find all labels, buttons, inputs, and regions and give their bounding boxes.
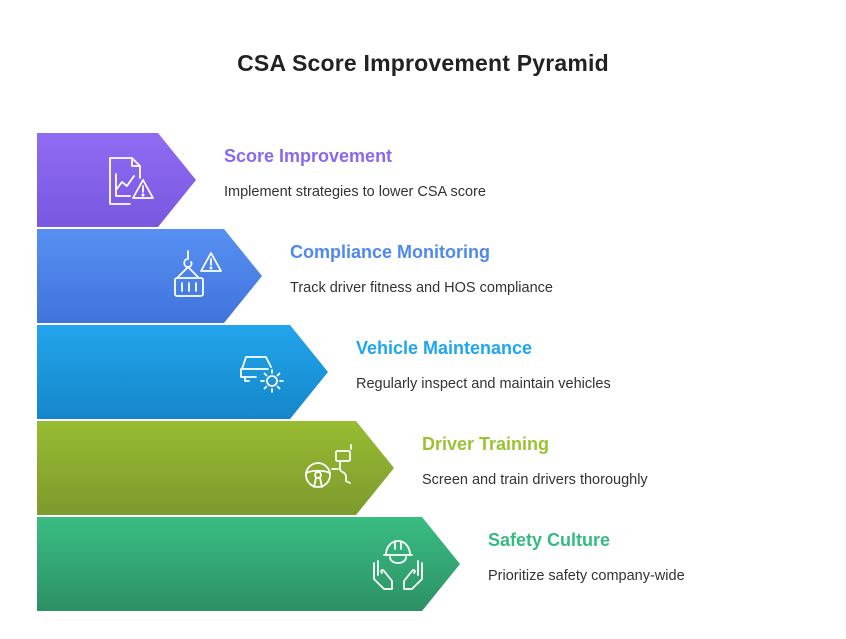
level-4-text: Driver Training Screen and train drivers… xyxy=(422,434,648,488)
level-1-text: Score Improvement Implement strategies t… xyxy=(224,146,486,200)
level-5-arrow xyxy=(37,517,460,611)
level-3-arrow xyxy=(37,325,328,419)
level-5-heading: Safety Culture xyxy=(488,530,611,550)
level-3-heading: Vehicle Maintenance xyxy=(356,338,533,358)
steering-wheel-icon xyxy=(305,444,352,488)
diagram-title: CSA Score Improvement Pyramid xyxy=(237,50,609,76)
level-5-description: Prioritize safety company-wide xyxy=(488,568,685,584)
level-1-heading: Score Improvement xyxy=(224,146,393,166)
level-2-description: Track driver fitness and HOS compliance xyxy=(290,280,553,296)
level-3-description: Regularly inspect and maintain vehicles xyxy=(356,376,611,392)
report-warning-icon xyxy=(109,157,154,205)
level-4-arrow xyxy=(37,421,394,515)
level-3-text: Vehicle Maintenance Regularly inspect an… xyxy=(356,338,611,392)
level-1-description: Implement strategies to lower CSA score xyxy=(224,184,486,200)
level-2-heading: Compliance Monitoring xyxy=(290,242,490,262)
hands-helmet-icon xyxy=(373,540,423,590)
level-2-text: Compliance Monitoring Track driver fitne… xyxy=(290,242,553,296)
level-4-heading: Driver Training xyxy=(422,434,550,454)
car-gear-icon xyxy=(240,356,284,393)
crane-warning-icon xyxy=(174,250,222,297)
level-4-description: Screen and train drivers thoroughly xyxy=(422,472,648,488)
level-2-arrow xyxy=(37,229,262,323)
level-5-text: Safety Culture Prioritize safety company… xyxy=(488,530,685,584)
